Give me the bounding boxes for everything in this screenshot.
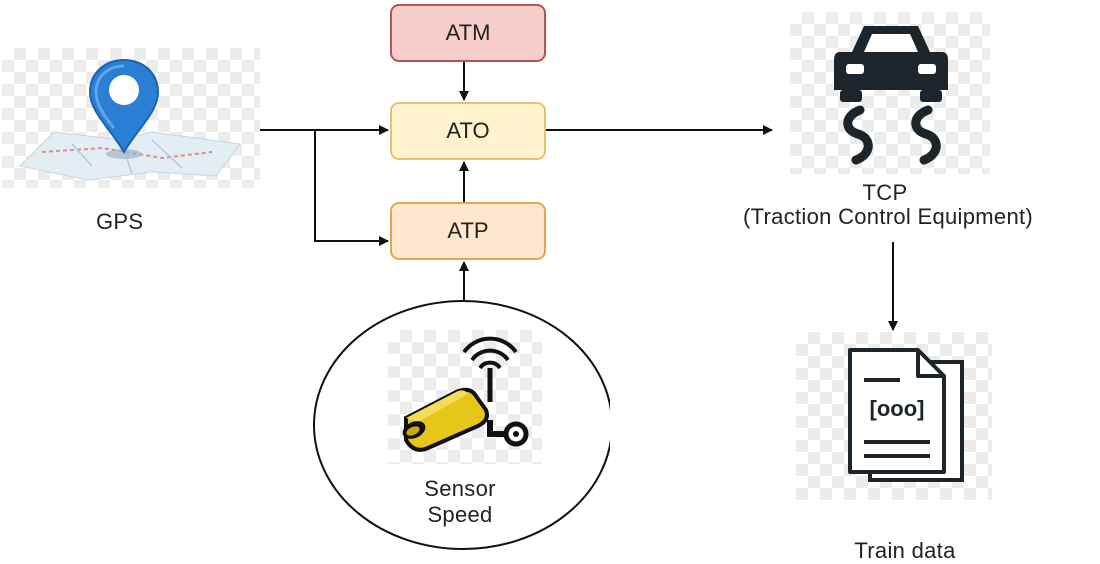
sensor-label-line1: Sensor	[424, 476, 496, 501]
atm-box: ATM	[390, 4, 546, 62]
speed-sensor-icon	[388, 330, 542, 464]
gps-label: GPS	[96, 209, 144, 234]
atp-label: ATP	[447, 218, 489, 243]
ato-box: ATO	[390, 102, 546, 160]
tcp-title: TCP	[862, 180, 908, 205]
ato-label: ATO	[446, 118, 490, 143]
tcp-subtitle: (Traction Control Equipment)	[742, 204, 1034, 229]
atm-label: ATM	[445, 20, 491, 45]
document-icon-text: [ooo]	[870, 396, 925, 421]
map-pin-icon	[2, 48, 260, 188]
car-traction-icon	[790, 12, 990, 174]
sensor-label-line2: Speed	[427, 502, 493, 527]
document-icon: [ooo]	[796, 332, 992, 500]
atp-box: ATP	[390, 202, 546, 260]
train-data-label: Train data	[854, 538, 956, 563]
edge-gps-atp	[314, 130, 389, 246]
